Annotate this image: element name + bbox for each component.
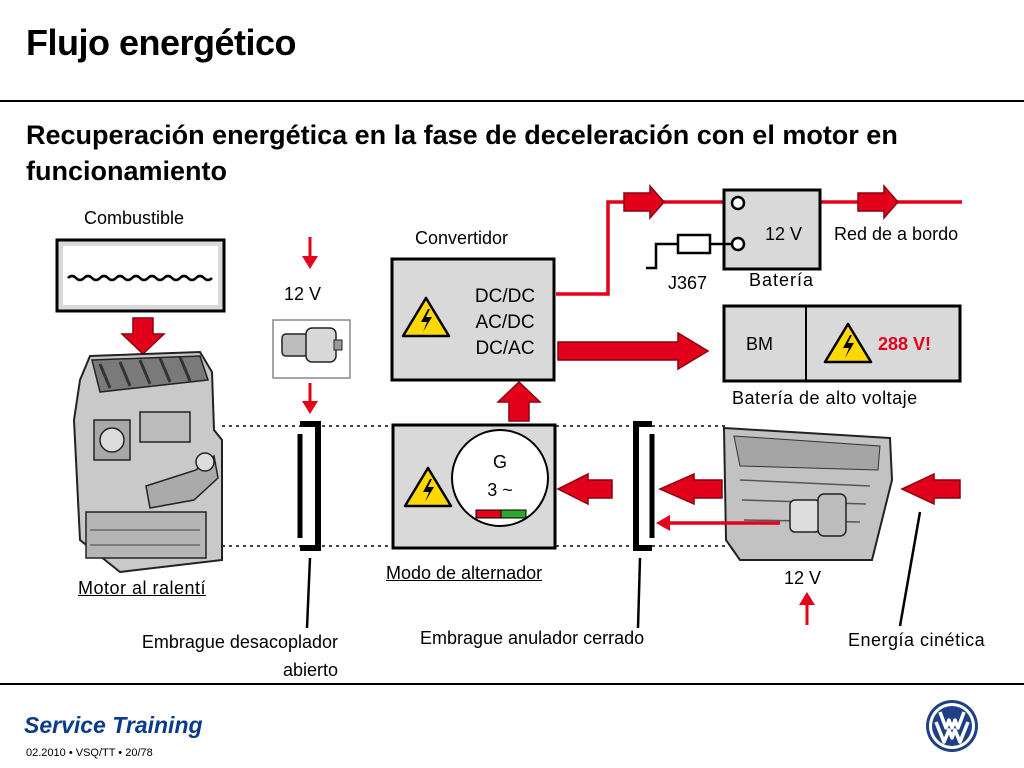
generator-to-converter-arrow — [496, 380, 542, 422]
footer-brand: Service Training — [24, 712, 203, 738]
footer-divider — [0, 683, 1024, 685]
converter-label: Convertidor — [415, 228, 509, 248]
page-subtitle: Recuperación energética en la fase de de… — [26, 120, 898, 186]
bypass-clutch-label: Embrague anulador cerrado — [420, 628, 645, 648]
decoupling-clutch-label: Embrague desacoplador abierto — [141, 632, 338, 680]
starter-motor-icon — [272, 319, 351, 379]
hv-warning-label: 288 V! — [878, 334, 932, 354]
gearbox-icon — [722, 426, 894, 561]
fuel-tank-icon — [55, 238, 226, 313]
hv-battery-label: Batería de alto voltaje — [732, 388, 918, 408]
kinetic-energy-arrows — [556, 472, 961, 506]
footer-info: 02.2010 • VSQ/TT • 20/78 — [26, 747, 153, 759]
bypass-clutch-icon — [633, 421, 655, 551]
hv-battery-icon — [722, 304, 962, 383]
converter-to-hv-battery-arrow — [557, 331, 710, 371]
onboard-flow-arrows — [623, 184, 899, 220]
page-title: Flujo energético — [26, 22, 297, 63]
battery-voltage-label: 12 V — [765, 224, 803, 244]
converter-box — [390, 257, 556, 382]
starter-voltage-arrows — [302, 237, 318, 414]
engine-icon — [72, 350, 223, 574]
gearbox-to-clutch-line — [656, 515, 780, 531]
gearbox-voltage-arrow — [799, 592, 815, 625]
generator-symbol: G — [492, 452, 507, 472]
converter-line-acdc: AC/DC — [475, 312, 535, 333]
starter-voltage-label: 12 V — [284, 284, 322, 304]
converter-line-dcac: DC/AC — [475, 338, 535, 359]
converter-line-dcdc: DC/DC — [474, 286, 536, 307]
relay-label: J367 — [668, 273, 708, 293]
fuel-flow-arrow — [120, 317, 166, 356]
onboard-network-label: Red de a bordo — [834, 224, 959, 244]
generator-phase: 3 ~ — [487, 480, 513, 500]
alternator-mode-label: Modo de alternador — [386, 563, 543, 583]
vw-logo-icon — [926, 700, 978, 752]
bm-label: BM — [746, 334, 773, 354]
leader-lines — [305, 511, 922, 629]
converter-text: DC/DC AC/DC DC/AC — [460, 284, 550, 362]
fuel-label: Combustible — [84, 208, 185, 228]
battery-label: Batería — [749, 270, 815, 290]
decoupling-clutch-icon — [297, 421, 321, 551]
relay-j367-icon — [646, 233, 732, 270]
engine-label: Motor al ralentí — [78, 578, 207, 598]
gearbox-voltage-label: 12 V — [784, 568, 822, 588]
generator-box — [391, 423, 557, 550]
battery-12v-icon — [722, 188, 822, 271]
drive-train-lines — [222, 425, 726, 547]
kinetic-energy-label: Energía cinética — [848, 630, 986, 650]
title-divider — [0, 100, 1024, 102]
